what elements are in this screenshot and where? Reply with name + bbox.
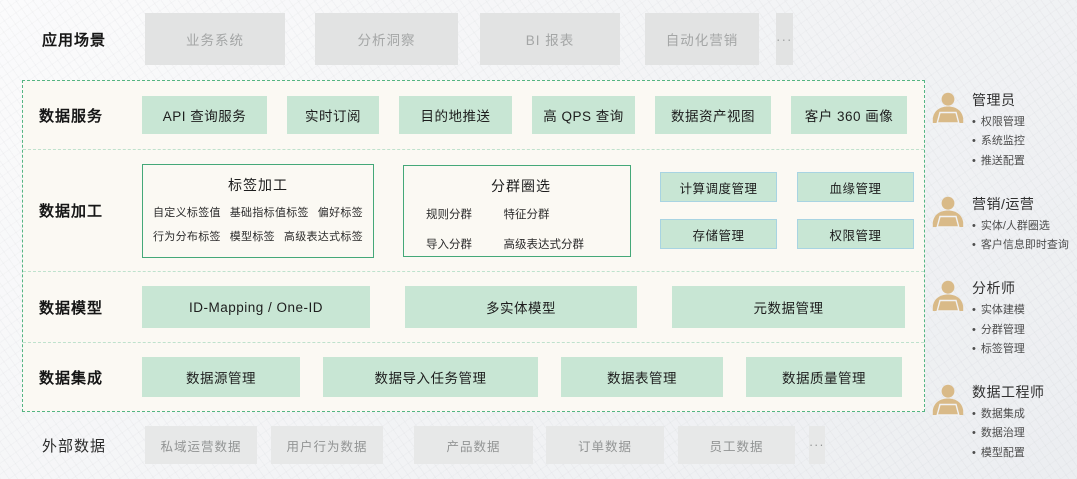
persona-item: 数据集成 [972,405,1045,424]
tag-item: 模型标签 [229,230,275,243]
persona-title: 营销/运营 [972,195,1035,212]
person-laptop-icon [932,280,964,313]
tag-item: 高级表达式标签 [283,230,363,243]
persona-item: 客户信息即时查询 [972,236,1069,255]
tag-item: 偏好标签 [317,206,363,219]
data-processing-content: 标签加工 自定义标签值 基础指标值标签 偏好标签 行为分布标签 模型标签 高级表… [142,163,914,258]
persona-item: 实体建模 [972,301,1025,320]
tag-item: 自定义标签值 [153,206,221,219]
management-box: 血缘管理 [797,172,914,202]
service-box: 高 QPS 查询 [532,96,635,134]
tag-group-title: 标签加工 [228,176,288,193]
management-box: 计算调度管理 [660,172,777,202]
management-box: 存储管理 [660,219,777,249]
model-box: ID-Mapping / One-ID [142,286,370,328]
management-grid: 计算调度管理 血缘管理 存储管理 权限管理 [660,172,914,249]
persona-item: 实体/人群圈选 [972,217,1069,236]
persona-analyst: 分析师 实体建模 分群管理 标签管理 [930,278,1073,359]
persona-item: 权限管理 [972,113,1025,132]
tag-item: 行为分布标签 [153,230,221,243]
persona-title: 数据工程师 [972,384,1045,401]
scenario-box: 业务系统 [145,13,285,65]
management-box: 权限管理 [797,219,914,249]
data-processing-row: 数据加工 标签加工 自定义标签值 基础指标值标签 偏好标签 行为分布标签 模型标… [23,149,924,271]
segment-item: 规则分群 [426,208,472,221]
data-services-label: 数据服务 [39,107,104,125]
segment-item: 高级表达式分群 [503,238,585,251]
segment-item: 特征分群 [503,208,550,221]
external-data-box: 产品数据 [414,426,533,464]
integration-box: 数据表管理 [561,357,723,397]
tag-group-row: 行为分布标签 模型标签 高级表达式标签 [153,228,363,244]
service-box: 数据资产视图 [655,96,771,134]
app-scenarios-row: 应用场景 业务系统 分析洞察 BI 报表 自动化营销 ··· [0,13,928,65]
service-box: 客户 360 画像 [791,96,907,134]
scenario-box: 自动化营销 [645,13,759,65]
persona-data-engineer: 数据工程师 数据集成 数据治理 模型配置 [930,382,1073,463]
persona-title: 管理员 [972,92,1016,108]
segment-group-grid: 规则分群 特征分群 导入分群 高级表达式分群 [426,206,616,252]
data-model-row: 数据模型 ID-Mapping / One-ID 多实体模型 元数据管理 [23,271,924,342]
scenario-box-more: ··· [776,13,793,65]
tag-item: 基础指标值标签 [229,206,309,219]
persona-item: 模型配置 [972,444,1045,463]
external-data-box: 私域运营数据 [145,426,257,464]
tag-group-row: 自定义标签值 基础指标值标签 偏好标签 [153,204,363,220]
persona-text: 分析师 实体建模 分群管理 标签管理 [972,278,1025,359]
tag-processing-group: 标签加工 自定义标签值 基础指标值标签 偏好标签 行为分布标签 模型标签 高级表… [142,163,374,258]
external-data-box: 用户行为数据 [271,426,383,464]
external-data-box-more: ··· [809,426,825,464]
data-model-label: 数据模型 [39,299,104,317]
model-box: 多实体模型 [405,286,637,328]
persona-text: 数据工程师 数据集成 数据治理 模型配置 [972,382,1045,463]
integration-box: 数据源管理 [142,357,300,397]
persona-admin: 管理员 权限管理 系统监控 推送配置 [930,90,1073,171]
scenario-box: BI 报表 [480,13,620,65]
app-scenarios-label: 应用场景 [42,31,107,49]
segment-item: 导入分群 [426,238,472,251]
persona-list: 实体建模 分群管理 标签管理 [972,301,1025,359]
data-integration-label: 数据集成 [39,369,104,387]
external-data-box: 订单数据 [546,426,664,464]
integration-box: 数据导入任务管理 [323,357,538,397]
persona-text: 营销/运营 实体/人群圈选 客户信息即时查询 [972,194,1069,256]
persona-title: 分析师 [972,280,1016,297]
person-laptop-icon [932,92,964,124]
person-laptop-icon [932,384,964,416]
data-integration-boxes: 数据源管理 数据导入任务管理 数据表管理 数据质量管理 [142,357,902,397]
data-integration-row: 数据集成 数据源管理 数据导入任务管理 数据表管理 数据质量管理 [23,342,924,411]
service-box: 目的地推送 [399,96,512,134]
model-box: 元数据管理 [672,286,905,328]
external-data-box: 员工数据 [678,426,795,464]
service-box: API 查询服务 [142,96,267,134]
data-processing-label: 数据加工 [39,203,104,220]
persona-item: 数据治理 [972,424,1045,443]
persona-list: 权限管理 系统监控 推送配置 [972,113,1025,171]
persona-list: 数据集成 数据治理 模型配置 [972,405,1045,463]
persona-item: 系统监控 [972,132,1025,151]
persona-text: 管理员 权限管理 系统监控 推送配置 [972,90,1025,171]
platform-container: 数据服务 API 查询服务 实时订阅 目的地推送 高 QPS 查询 数据资产视图… [22,80,925,412]
personas-panel: 管理员 权限管理 系统监控 推送配置 营销/运营 实体/人群圈选 客户信息即时查… [928,0,1077,479]
scenario-box: 分析洞察 [315,13,458,65]
external-data-label: 外部数据 [42,437,107,455]
main-column: 应用场景 业务系统 分析洞察 BI 报表 自动化营销 ··· 数据服务 API … [0,13,928,464]
data-services-boxes: API 查询服务 实时订阅 目的地推送 高 QPS 查询 数据资产视图 客户 3… [142,96,907,134]
persona-item: 标签管理 [972,340,1025,359]
persona-item: 推送配置 [972,152,1025,171]
persona-item: 分群管理 [972,321,1025,340]
integration-box: 数据质量管理 [746,357,902,397]
persona-list: 实体/人群圈选 客户信息即时查询 [972,217,1069,256]
person-laptop-icon [932,195,964,228]
persona-marketing-ops: 营销/运营 实体/人群圈选 客户信息即时查询 [930,194,1073,256]
external-data-row: 外部数据 私域运营数据 用户行为数据 产品数据 订单数据 员工数据 ··· [0,426,928,464]
segment-group-title: 分群圈选 [491,177,551,194]
data-services-row: 数据服务 API 查询服务 实时订阅 目的地推送 高 QPS 查询 数据资产视图… [23,81,924,149]
segment-selection-group: 分群圈选 规则分群 特征分群 导入分群 高级表达式分群 [403,164,631,257]
service-box: 实时订阅 [287,96,379,134]
data-model-boxes: ID-Mapping / One-ID 多实体模型 元数据管理 [142,286,905,328]
